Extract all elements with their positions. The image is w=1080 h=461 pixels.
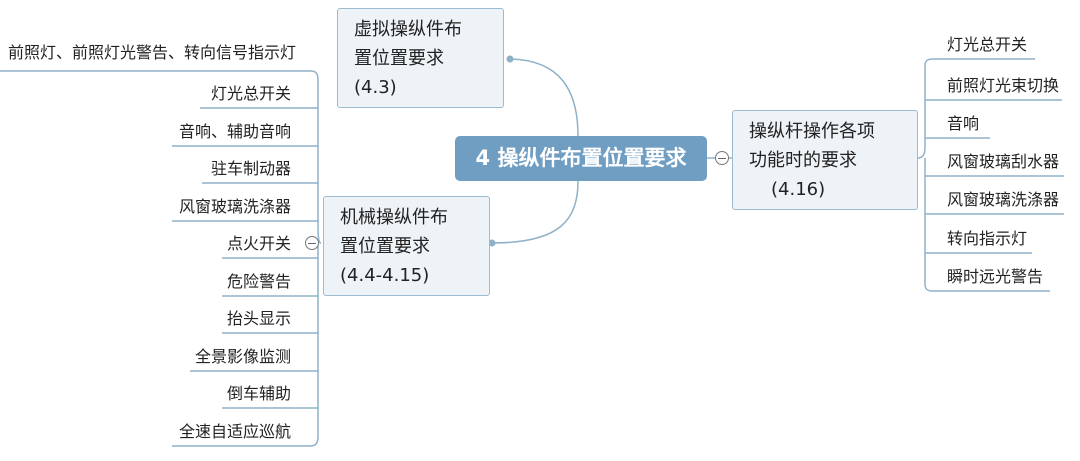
branch-line: 操纵杆操作各项: [749, 121, 875, 142]
left-leaf[interactable]: 全景影像监测: [194, 347, 291, 366]
left-bracket: [309, 70, 322, 244]
left-leaf[interactable]: 全速自适应巡航: [178, 422, 291, 441]
branch-line: (4.4-4.15): [340, 265, 430, 286]
right-bracket-lower: [924, 158, 934, 292]
virtual-link-dot: [506, 55, 514, 63]
branch-line: (4.16): [771, 179, 826, 200]
branch-virtual-controls[interactable]: 虚拟操纵件布 置位置要求 (4.3): [337, 8, 504, 108]
root-topic[interactable]: 4 操纵件布置位置要求: [455, 136, 707, 181]
branch-line: 置位置要求: [340, 236, 430, 257]
left-bracket-lower: [309, 240, 319, 447]
branch-lever-functions[interactable]: 操纵杆操作各项 功能时的要求 (4.16): [732, 110, 918, 210]
branch-line: 置位置要求: [354, 48, 444, 69]
collapse-toggle-icon[interactable]: [305, 236, 319, 250]
left-leaf[interactable]: 前照灯、前照灯光警告、转向信号指示灯: [7, 43, 296, 62]
left-leaf[interactable]: 灯光总开关: [210, 84, 291, 103]
branch-line: (4.3): [354, 77, 397, 98]
left-leaf[interactable]: 倒车辅助: [226, 384, 291, 403]
left-leaf[interactable]: 风窗玻璃洗涤器: [178, 197, 291, 216]
right-leaf[interactable]: 前照灯光束切换: [947, 76, 1060, 95]
left-leaf[interactable]: 音响、辅助音响: [178, 122, 291, 141]
link-root-mechanical: [491, 180, 579, 244]
left-leaf[interactable]: 危险警告: [226, 272, 291, 291]
right-leaf[interactable]: 瞬时远光警告: [947, 267, 1044, 286]
branch-mechanical-controls[interactable]: 机械操纵件布 置位置要求 (4.4-4.15): [323, 196, 490, 296]
right-leaf[interactable]: 转向指示灯: [947, 229, 1028, 248]
right-leaf[interactable]: 音响: [947, 114, 980, 133]
branch-line: 功能时的要求: [749, 150, 857, 171]
branch-line: 机械操纵件布: [340, 207, 448, 228]
collapse-toggle-icon[interactable]: [715, 151, 729, 165]
left-leaf[interactable]: 驻车制动器: [210, 159, 291, 178]
left-leaf[interactable]: 抬头显示: [226, 309, 291, 328]
right-leaf[interactable]: 风窗玻璃洗涤器: [947, 190, 1060, 209]
link-root-virtual: [509, 58, 579, 137]
right-leaf[interactable]: 风窗玻璃刮水器: [947, 152, 1060, 171]
right-leaf[interactable]: 灯光总开关: [947, 35, 1028, 54]
mechanical-link-dot: [488, 239, 496, 247]
right-bracket: [917, 58, 934, 159]
branch-line: 虚拟操纵件布: [354, 19, 462, 40]
left-leaf[interactable]: 点火开关: [226, 234, 291, 253]
